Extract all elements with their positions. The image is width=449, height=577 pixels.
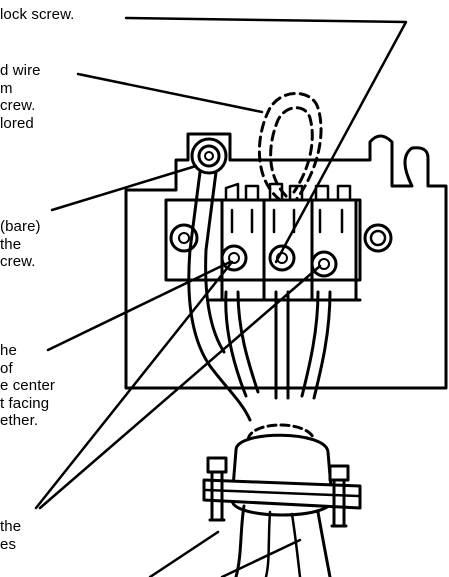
dashed-wire-loop xyxy=(257,92,323,202)
right-mounting-screw-head xyxy=(369,229,387,247)
label-line: crew. xyxy=(0,97,36,114)
bare-ground-wire-edge xyxy=(204,170,226,354)
wire-left xyxy=(224,290,260,398)
ground-screw-head xyxy=(197,144,221,168)
wire-right xyxy=(300,290,332,400)
label-block-screw: lock screw. xyxy=(0,6,74,24)
leader-outer-wires xyxy=(46,260,232,352)
left-mounting-screw-center xyxy=(178,232,190,244)
leader-bottom-1 xyxy=(34,260,234,510)
label-line: m xyxy=(0,79,13,97)
label-center-wire: d wire m crew. lored xyxy=(0,62,41,132)
label-line: of xyxy=(0,359,13,377)
terminal-slots xyxy=(230,208,344,234)
label-line: crew. xyxy=(0,253,36,270)
label-line: e center xyxy=(0,377,55,394)
leader-cord-1 xyxy=(148,530,220,577)
label-outer-wires: he of e center t facing ether. xyxy=(0,342,55,430)
dashed-wire-loop-inner xyxy=(269,106,314,198)
terminal-tabs xyxy=(224,182,352,202)
label-line: the xyxy=(0,235,22,253)
right-mounting-screw xyxy=(363,223,393,253)
clamp-screw-right xyxy=(328,464,350,528)
bare-ground-wire xyxy=(187,170,252,422)
label-line: es xyxy=(0,535,17,553)
label-line: (bare) xyxy=(0,218,41,235)
label-line: the xyxy=(0,518,22,535)
terminal-screw-left xyxy=(220,244,248,272)
wire-center xyxy=(274,290,290,400)
terminal-screw-right xyxy=(310,250,338,278)
label-line: d wire xyxy=(0,62,41,79)
leader-block-screw xyxy=(124,16,408,264)
terminal-screw-right-center xyxy=(318,258,330,270)
ground-screw-center xyxy=(204,151,214,161)
terminal-screw-left-center xyxy=(228,252,240,264)
power-cord-seam xyxy=(264,510,302,577)
ground-screw xyxy=(190,137,228,175)
strain-relief-hood xyxy=(246,423,316,442)
label-line: ether. xyxy=(0,412,39,429)
terminal-dividers xyxy=(208,200,362,302)
power-cord xyxy=(234,504,332,577)
leader-bare-wire xyxy=(50,164,198,212)
label-line: he xyxy=(0,342,17,359)
label-line: t facing xyxy=(0,394,50,412)
leader-center-wire xyxy=(76,72,264,114)
leader-bottom-2 xyxy=(38,264,322,510)
clamp-screw-left xyxy=(206,456,228,522)
label-line: lock screw. xyxy=(0,6,75,23)
label-bottom: the es xyxy=(0,518,21,553)
label-line: lored xyxy=(0,114,34,132)
label-bare-wire: (bare) the crew. xyxy=(0,218,41,271)
terminal-screw-center xyxy=(268,244,296,272)
leader-cord-2 xyxy=(220,538,302,577)
